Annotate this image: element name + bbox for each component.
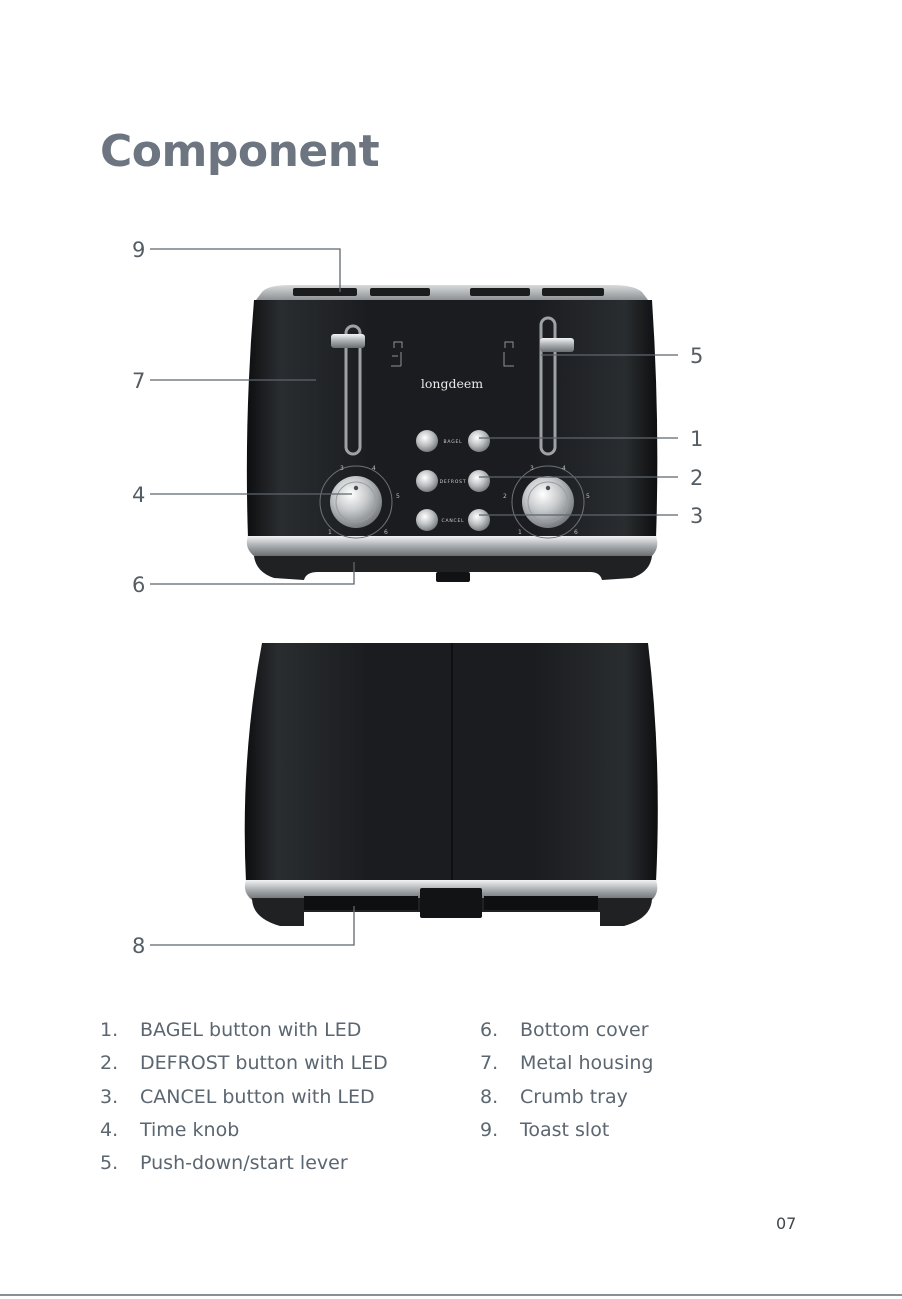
cancel-label: CANCEL: [442, 518, 465, 524]
toaster-illustration: longdeem BAGEL DEFROST CANCEL 3 4 5 1 6: [0, 0, 902, 1000]
item-label: CANCEL button with LED: [140, 1081, 375, 1114]
item-label: Push-down/start lever: [140, 1147, 348, 1180]
button-column-left: [416, 430, 438, 531]
callout-number: 7: [132, 369, 145, 393]
item-number: 4.: [100, 1114, 140, 1147]
bottom-divider: [0, 1294, 902, 1296]
list-item: 9.Toast slot: [480, 1114, 653, 1147]
dial-number: 4: [562, 465, 566, 472]
item-number: 5.: [100, 1147, 140, 1180]
item-number: 9.: [480, 1114, 520, 1147]
list-item: 6.Bottom cover: [480, 1014, 653, 1047]
dial-number: 1: [518, 529, 522, 536]
dial-number: 3: [530, 465, 534, 472]
item-number: 1.: [100, 1014, 140, 1047]
dial-number: 1: [328, 529, 332, 536]
parts-list-right: 6.Bottom cover 7.Metal housing 8.Crumb t…: [480, 1014, 653, 1147]
button-column-right: [468, 430, 490, 531]
item-number: 3.: [100, 1081, 140, 1114]
item-number: 7.: [480, 1047, 520, 1080]
item-number: 8.: [480, 1081, 520, 1114]
dial-number: 3: [340, 465, 344, 472]
toaster-front-view: longdeem BAGEL DEFROST CANCEL 3 4 5 1 6: [247, 285, 657, 582]
toaster-back-view: [245, 643, 658, 926]
callout-number: 2: [690, 466, 703, 490]
defrost-label: DEFROST: [440, 479, 467, 485]
dial-number: 6: [574, 529, 578, 536]
dial-number: 2: [503, 493, 507, 500]
callout-number: 9: [132, 238, 145, 262]
item-label: Time knob: [140, 1114, 239, 1147]
item-label: Metal housing: [520, 1047, 653, 1080]
item-label: Bottom cover: [520, 1014, 649, 1047]
list-item: 1.BAGEL button with LED: [100, 1014, 388, 1047]
parts-list-left: 1.BAGEL button with LED 2.DEFROST button…: [100, 1014, 388, 1180]
list-item: 2.DEFROST button with LED: [100, 1047, 388, 1080]
dial-number: 5: [396, 493, 400, 500]
item-label: DEFROST button with LED: [140, 1047, 388, 1080]
list-item: 3.CANCEL button with LED: [100, 1081, 388, 1114]
dial-number: 6: [384, 529, 388, 536]
dial-number: 5: [586, 493, 590, 500]
item-number: 6.: [480, 1014, 520, 1047]
list-item: 4.Time knob: [100, 1114, 388, 1147]
page-number: 07: [776, 1214, 796, 1233]
callout-number: 3: [690, 504, 703, 528]
list-item: 5.Push-down/start lever: [100, 1147, 388, 1180]
callout-number: 6: [132, 573, 145, 597]
brand-logo: longdeem: [421, 376, 483, 391]
item-label: Crumb tray: [520, 1081, 628, 1114]
callout-number: 4: [132, 483, 145, 507]
callout-number: 1: [690, 427, 703, 451]
list-item: 8.Crumb tray: [480, 1081, 653, 1114]
dial-number: 4: [372, 465, 376, 472]
list-item: 7.Metal housing: [480, 1047, 653, 1080]
item-number: 2.: [100, 1047, 140, 1080]
item-label: BAGEL button with LED: [140, 1014, 361, 1047]
item-label: Toast slot: [520, 1114, 609, 1147]
callout-number: 5: [690, 344, 703, 368]
callout-number: 8: [132, 934, 145, 958]
bagel-label: BAGEL: [444, 439, 463, 445]
